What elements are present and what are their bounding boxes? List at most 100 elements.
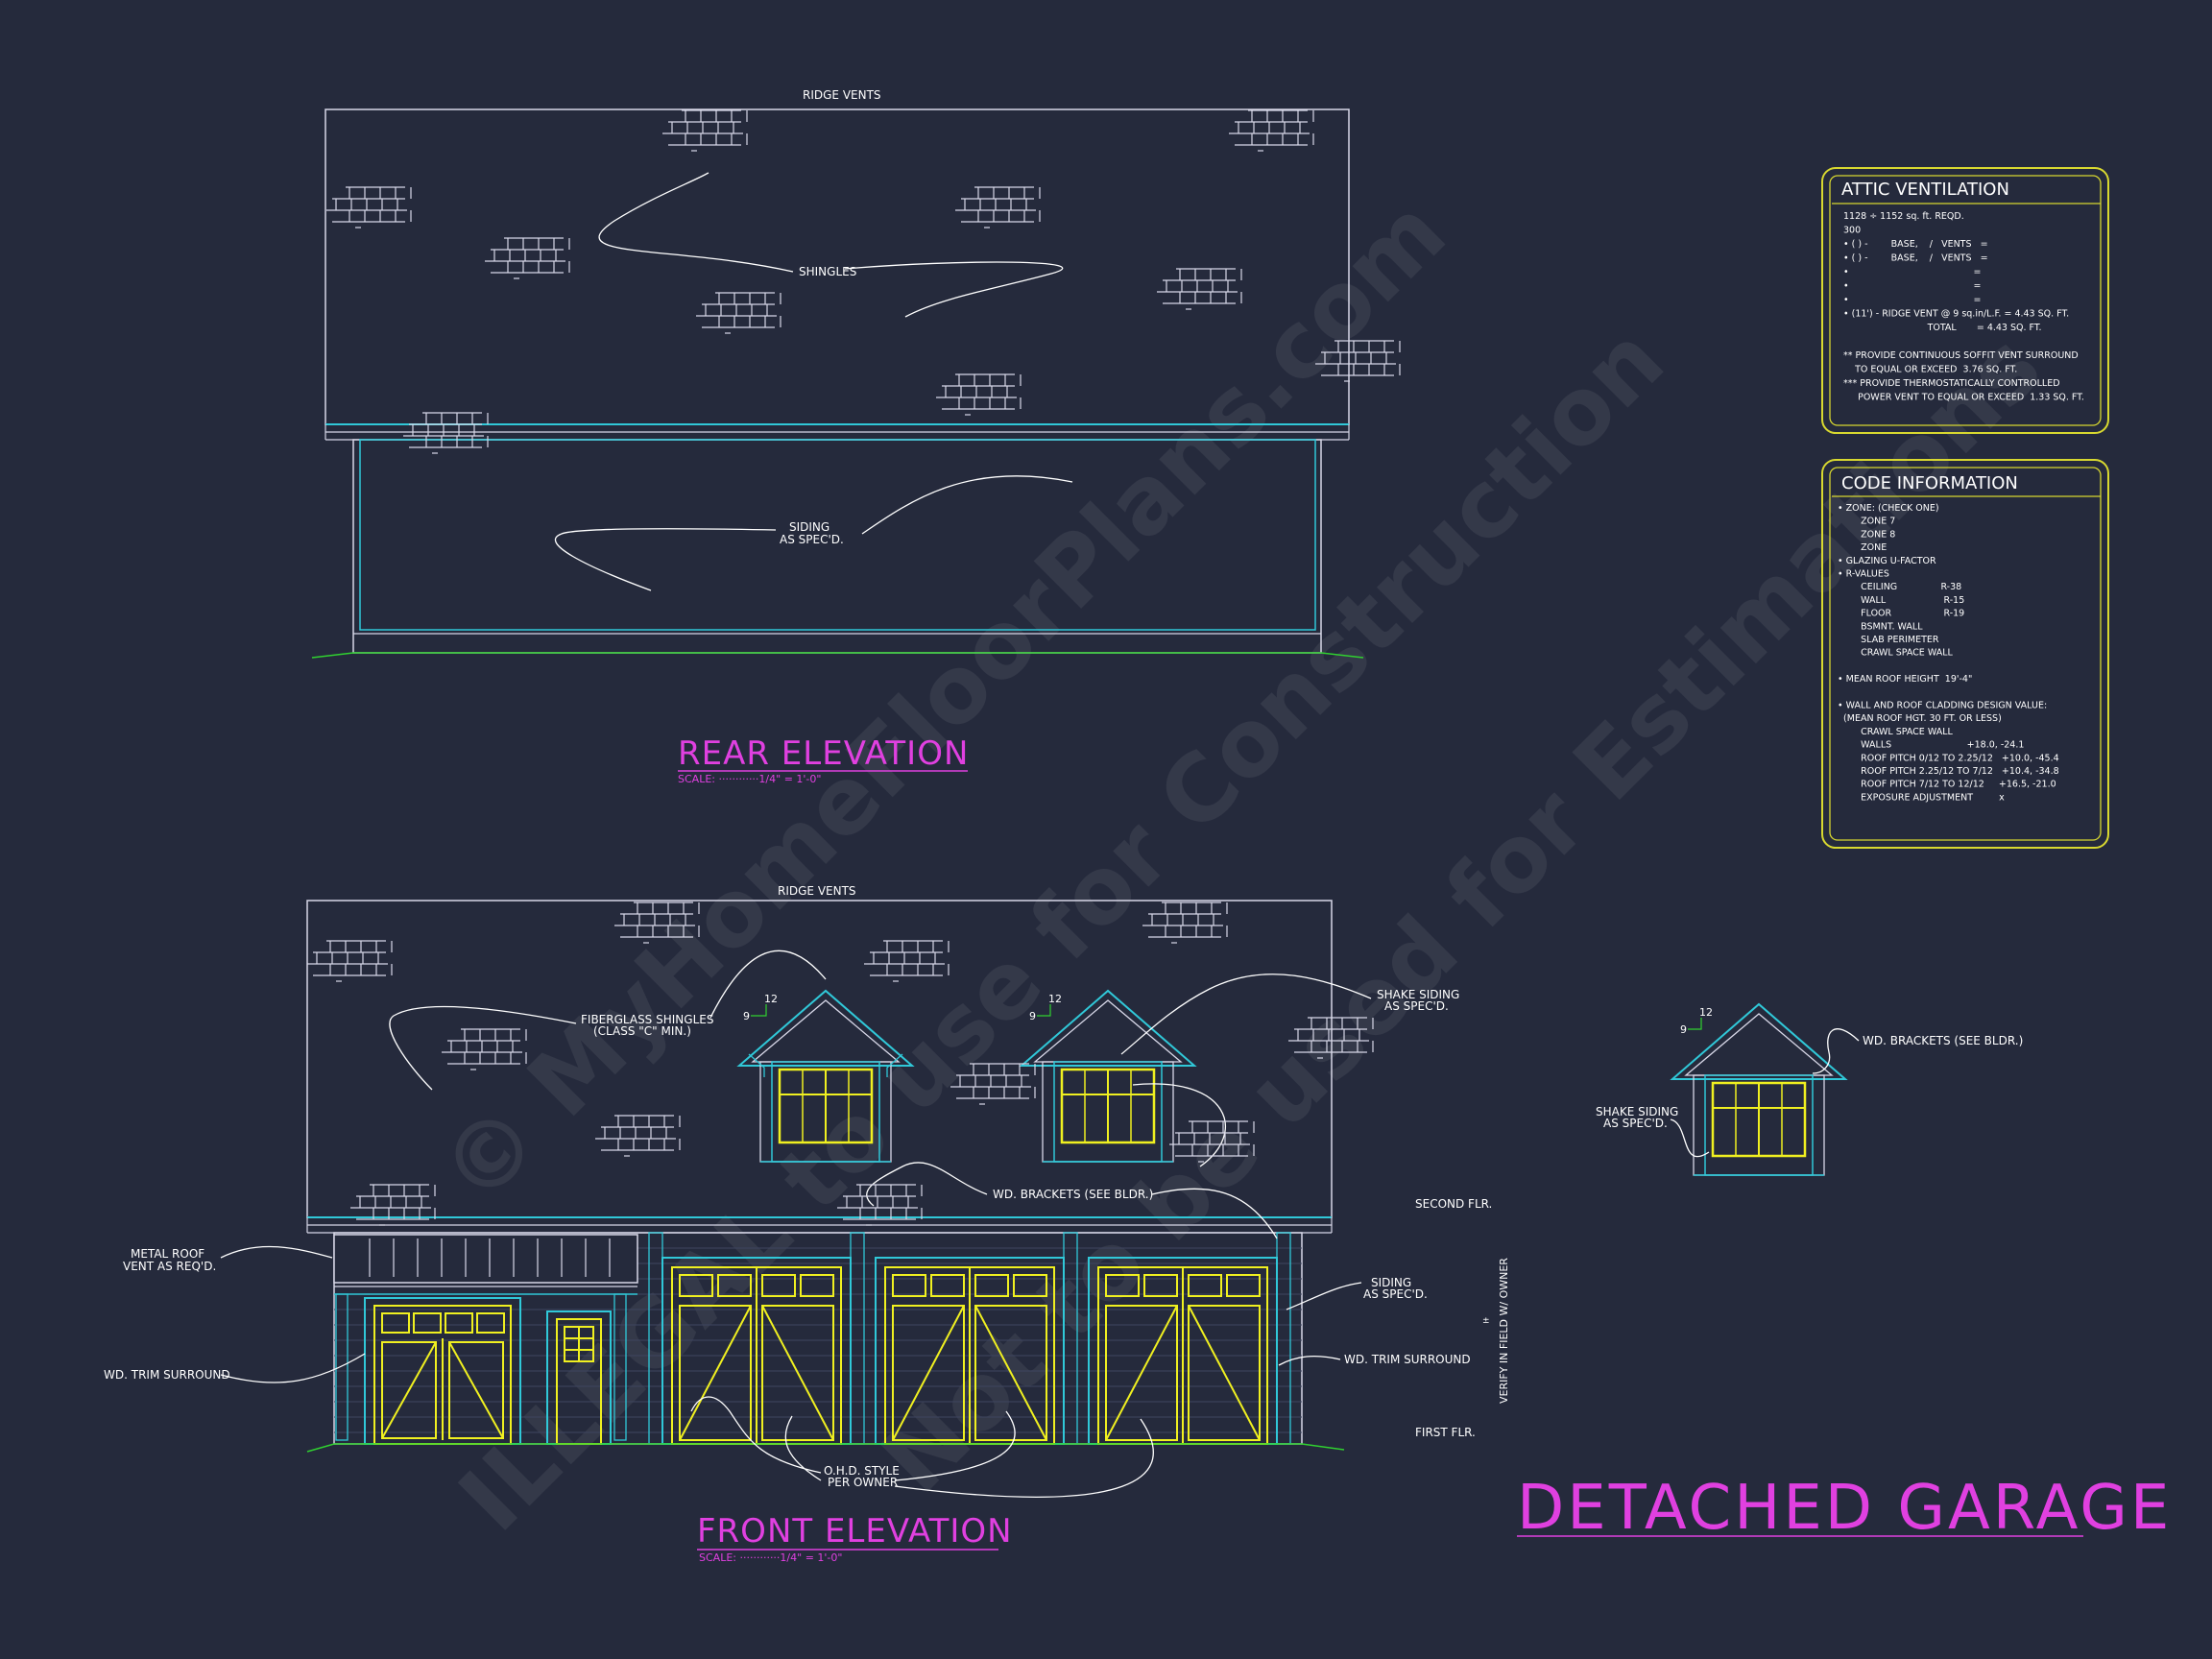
rear-scale: SCALE: ············1/4" = 1'-0" [678,773,821,785]
shingle-mark [864,940,950,982]
code-line: EXPOSURE ADJUSTMENT x [1838,792,2005,803]
shingle-mark [1142,902,1228,944]
detail-shake-label-2: AS SPEC'D. [1603,1117,1668,1130]
shingle-mark [1288,1017,1374,1059]
code-line: ROOF PITCH 0/12 TO 2.25/12 +10.0, -45.4 [1838,753,2059,763]
front-grade-line [306,1443,1345,1453]
shingle-mark [936,373,1022,416]
code-lines: • ZONE: (CHECK ONE) ZONE 7 ZONE 8 ZONE • … [1838,503,2059,803]
wd-brackets-label: WD. BRACKETS (SEE BLDR.) [993,1188,1153,1201]
shingle-mark [485,237,570,279]
attic-line: • = [1843,295,1981,305]
code-line: WALL R-15 [1838,595,1964,606]
attic-line: TOTAL = 4.43 SQ. FT. [1843,323,2042,333]
dormer-right-pitch-rise: 9 [1029,1010,1036,1022]
rear-shingles-label: SHINGLES [799,265,856,278]
front-ridge-vents-label: RIDGE VENTS [778,884,856,898]
rear-ridge-vents-label: RIDGE VENTS [803,88,881,102]
svg-text:±: ± [1482,1316,1490,1326]
attic-line: 1128 ÷ 1152 sq. ft. REQD. [1843,211,1964,222]
attic-line: • ( ) - BASE, / VENTS = [1843,253,1988,264]
shingle-mark [1315,340,1401,382]
shingle-mark [1169,1120,1255,1163]
code-information-panel: CODE INFORMATION • ZONE: (CHECK ONE) ZON… [1821,459,2109,849]
shingle-mark [614,902,700,944]
detail-pitch-run: 12 [1699,1006,1713,1019]
dormer-left-pitch-run: 12 [764,993,778,1005]
code-title: CODE INFORMATION [1841,473,2018,493]
rear-elevation: RIDGE VENTS SHINGLES SIDING AS SPEC'D. R… [311,88,1364,785]
detail-brackets-label: WD. BRACKETS (SEE BLDR.) [1863,1034,2023,1047]
shingle-mark [442,1028,527,1070]
code-line: ROOF PITCH 2.25/12 TO 7/12 +10.4, -34.8 [1838,766,2059,777]
front-shake-siding-label-1: SHAKE SIDING [1377,988,1459,1001]
shingle-mark [307,940,393,982]
code-line: CRAWL SPACE WALL [1838,727,1953,737]
shingle-mark [696,292,781,334]
code-line: BSMNT. WALL [1838,621,1923,632]
attic-line: • (11') - RIDGE VENT @ 9 sq.in/L.F. = 4.… [1843,309,2069,320]
shingle-texture-marks [307,109,1401,1226]
first-floor-label: FIRST FLR. [1415,1426,1476,1439]
code-line: WALLS +18.0, -24.1 [1838,740,2024,751]
metal-roof-label-1: METAL ROOF [131,1247,204,1261]
shingle-mark [350,1184,436,1226]
shingle-mark [837,1184,923,1226]
sheet-title: DETACHED GARAGE [1517,1473,2172,1544]
detail-shake-label-1: SHAKE SIDING [1596,1105,1678,1118]
front-scale: SCALE: ············1/4" = 1'-0" [699,1551,842,1564]
rear-siding-label-2: AS SPEC'D. [780,533,844,546]
shingle-mark [955,186,1041,228]
code-line: ZONE [1838,542,1887,553]
attic-line: *** PROVIDE THERMOSTATICALLY CONTROLLED [1843,378,2060,389]
shingle-mark [595,1115,681,1157]
shingle-mark [403,412,489,454]
rear-elevation-title: REAR ELEVATION [678,734,969,773]
attic-line: POWER VENT TO EQUAL OR EXCEED 1.33 SQ. F… [1843,393,2084,403]
shingle-mark [326,186,412,228]
attic-line: • ( ) - BASE, / VENTS = [1843,239,1988,250]
attic-line: ** PROVIDE CONTINUOUS SOFFIT VENT SURROU… [1843,350,2079,361]
code-line: ZONE 7 [1838,517,1895,527]
attic-ventilation-panel: ATTIC VENTILATION 1128 ÷ 1152 sq. ft. RE… [1821,167,2109,434]
attic-line: TO EQUAL OR EXCEED 3.76 SQ. FT. [1843,365,2017,375]
attic-title: ATTIC VENTILATION [1841,180,2009,200]
code-line: • ZONE: (CHECK ONE) [1838,503,1939,514]
code-line: CEILING R-38 [1838,582,1961,592]
attic-line: • = [1843,267,1981,277]
fiberglass-shingles-label-1: FIBERGLASS SHINGLES [581,1013,713,1026]
code-line: SLAB PERIMETER [1838,635,1939,645]
code-line: • R-VALUES [1838,569,1889,580]
code-line: FLOOR R-19 [1838,609,1964,619]
fiberglass-shingles-label-2: (CLASS "C" MIN.) [593,1024,691,1038]
trim-surround-right-label: WD. TRIM SURROUND [1344,1353,1471,1366]
trim-surround-left-label: WD. TRIM SURROUND [104,1368,230,1382]
rear-siding-label-1: SIDING [789,520,830,534]
shingle-mark [1229,109,1314,152]
ohd-style-label-1: O.H.D. STYLE [824,1464,900,1478]
front-siding-label-2: AS SPEC'D. [1363,1287,1428,1301]
front-elevation: RIDGE VENTS [104,884,1510,1564]
verify-field-label: VERIFY IN FIELD W/ OWNER [1498,1258,1510,1404]
rear-grade-line [311,652,1364,659]
dormer-side-detail: 9 12 WD. BRACKETS (SEE BLDR.) SHAKE SIDI… [1596,1002,2023,1176]
second-floor-label: SECOND FLR. [1415,1197,1492,1211]
code-line: • GLAZING U-FACTOR [1838,556,1936,566]
shingle-mark [1157,268,1242,310]
attic-lines: 1128 ÷ 1152 sq. ft. REQD. 300 • ( ) - BASE… [1843,211,2084,403]
code-line: • MEAN ROOF HEIGHT 19'-4" [1838,674,1972,685]
code-line: • WALL AND ROOF CLADDING DESIGN VALUE: [1838,701,2047,711]
front-shake-siding-label-2: AS SPEC'D. [1384,999,1449,1013]
front-siding-label-1: SIDING [1371,1276,1411,1289]
code-line: CRAWL SPACE WALL [1838,648,1953,659]
watermark: © MyHomeFloorPlans.com ILLEGAL to use fo… [420,179,2061,1551]
metal-roof-label-2: VENT AS REQ'D. [123,1260,216,1273]
shingle-mark [662,109,748,152]
metal-roof-vent [333,1234,638,1284]
detail-pitch-rise: 9 [1680,1023,1687,1036]
attic-line: 300 [1843,226,1861,236]
attic-line: • = [1843,281,1981,292]
code-line: ZONE 8 [1838,529,1895,540]
